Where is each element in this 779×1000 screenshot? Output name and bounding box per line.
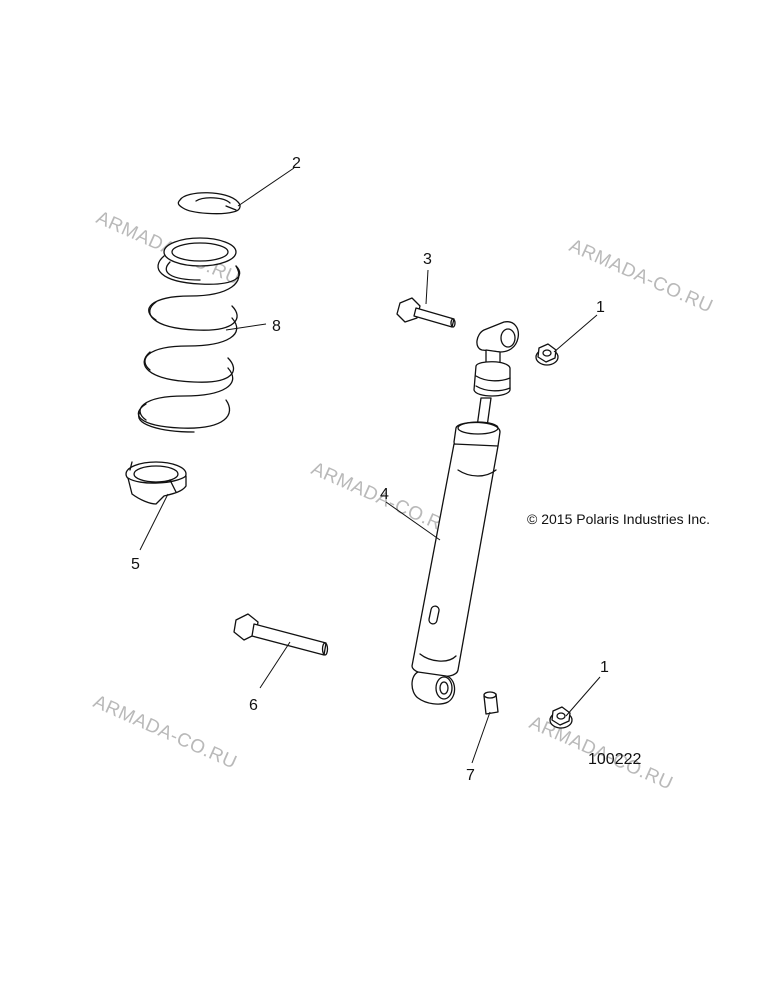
leader-7 xyxy=(471,711,491,764)
watermark-top-right: ARMADA-CO.RU xyxy=(566,235,716,317)
callout-1-top: 1 xyxy=(596,299,605,316)
lower-bolt-part xyxy=(233,613,329,656)
copyright-notice: © 2015 Polaris Industries Inc. xyxy=(527,511,710,527)
leader-1-top xyxy=(553,314,598,353)
callout-1-bottom: 1 xyxy=(600,659,609,676)
leader-8 xyxy=(225,323,267,331)
leader-5 xyxy=(139,493,169,551)
callout-5: 5 xyxy=(131,556,140,573)
callout-8: 8 xyxy=(272,318,281,335)
leader-3 xyxy=(425,269,429,305)
diagram-number: 100222 xyxy=(588,751,641,768)
spring-seat-part xyxy=(125,461,187,505)
leader-6 xyxy=(259,641,291,689)
callout-3: 3 xyxy=(423,251,432,268)
leader-1-bottom xyxy=(565,676,601,717)
shock-absorber-part xyxy=(411,321,520,705)
spring-retainer-part xyxy=(177,192,241,215)
flange-nut-top-part xyxy=(535,343,559,366)
callout-2: 2 xyxy=(292,155,301,172)
leader-2 xyxy=(237,167,295,207)
flange-nut-bottom-part xyxy=(549,706,573,729)
callout-6: 6 xyxy=(249,697,258,714)
coil-spring-part xyxy=(137,237,241,433)
callout-4: 4 xyxy=(380,486,389,503)
watermark-bottom-left: ARMADA-CO.RU xyxy=(90,691,240,773)
bushing-part xyxy=(483,691,499,715)
upper-bolt-part xyxy=(396,297,456,328)
leader-4 xyxy=(385,501,441,541)
callout-7: 7 xyxy=(466,767,475,784)
